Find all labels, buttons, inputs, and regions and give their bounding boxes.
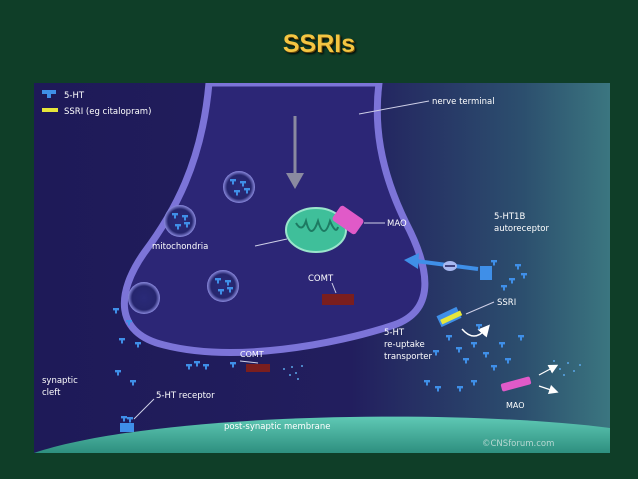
legend: 5-HT SSRI (eg citalopram) (42, 90, 151, 117)
cleft-comt-label: COMT (240, 350, 264, 359)
vesicle (207, 270, 239, 302)
post-synaptic-receptor (120, 416, 134, 432)
synaptic-cleft-label-line1: synaptic (42, 376, 78, 386)
autoreceptor (480, 260, 497, 280)
transport-arrow (286, 116, 304, 189)
synaptic-cleft-label-line2: cleft (42, 388, 61, 398)
metabolite-dots (283, 360, 581, 380)
nerve-terminal-label: nerve terminal (432, 97, 495, 107)
ssri-label: SSRI (497, 298, 516, 308)
mao-metabolism-arrows (538, 364, 559, 395)
autoreceptor-label-line2: autoreceptor (494, 224, 549, 234)
post-synaptic-membrane (34, 416, 610, 453)
copyright-label: ©CNSforum.com (482, 439, 554, 449)
vesicle-fusing (128, 282, 160, 314)
legend-label-5ht: 5-HT (64, 91, 85, 101)
mao-enzyme (332, 205, 364, 235)
cleft-comt-enzyme (246, 364, 270, 372)
transporter-label-line1: 5-HT (384, 328, 405, 338)
synapse-diagram-svg: 5-HT SSRI (eg citalopram) nerve terminal… (34, 83, 610, 453)
vesicle (164, 205, 196, 237)
autoreceptor-label-line1: 5-HT1B (494, 212, 525, 222)
cleft-mao-label: MAO (506, 401, 525, 410)
comt-label: COMT (308, 274, 334, 284)
ssri-molecule-icon (42, 108, 58, 112)
legend-label-ssri: SSRI (eg citalopram) (64, 107, 151, 117)
5ht-molecule-icon (42, 90, 56, 98)
reuptake-transporter (436, 306, 463, 328)
nerve-terminal (120, 83, 429, 356)
receptor-label: 5-HT receptor (156, 391, 215, 401)
feedback-arrow (404, 253, 479, 271)
slide-title: SSRIs (282, 30, 356, 58)
membrane-label: post-synaptic membrane (224, 422, 330, 432)
blocked-reuptake-arrow (461, 324, 490, 338)
vesicle (223, 171, 255, 203)
mitochondria-label: mitochondria (152, 242, 208, 252)
mao-label: MAO (387, 219, 407, 229)
mitochondria (285, 207, 347, 253)
transporter-label-line2: re-uptake (384, 340, 425, 350)
cleft-mao-enzyme (500, 376, 532, 392)
synapse-diagram: 5-HT SSRI (eg citalopram) nerve terminal… (34, 83, 610, 453)
comt-enzyme (322, 294, 354, 305)
transporter-label-line3: transporter (384, 352, 433, 362)
